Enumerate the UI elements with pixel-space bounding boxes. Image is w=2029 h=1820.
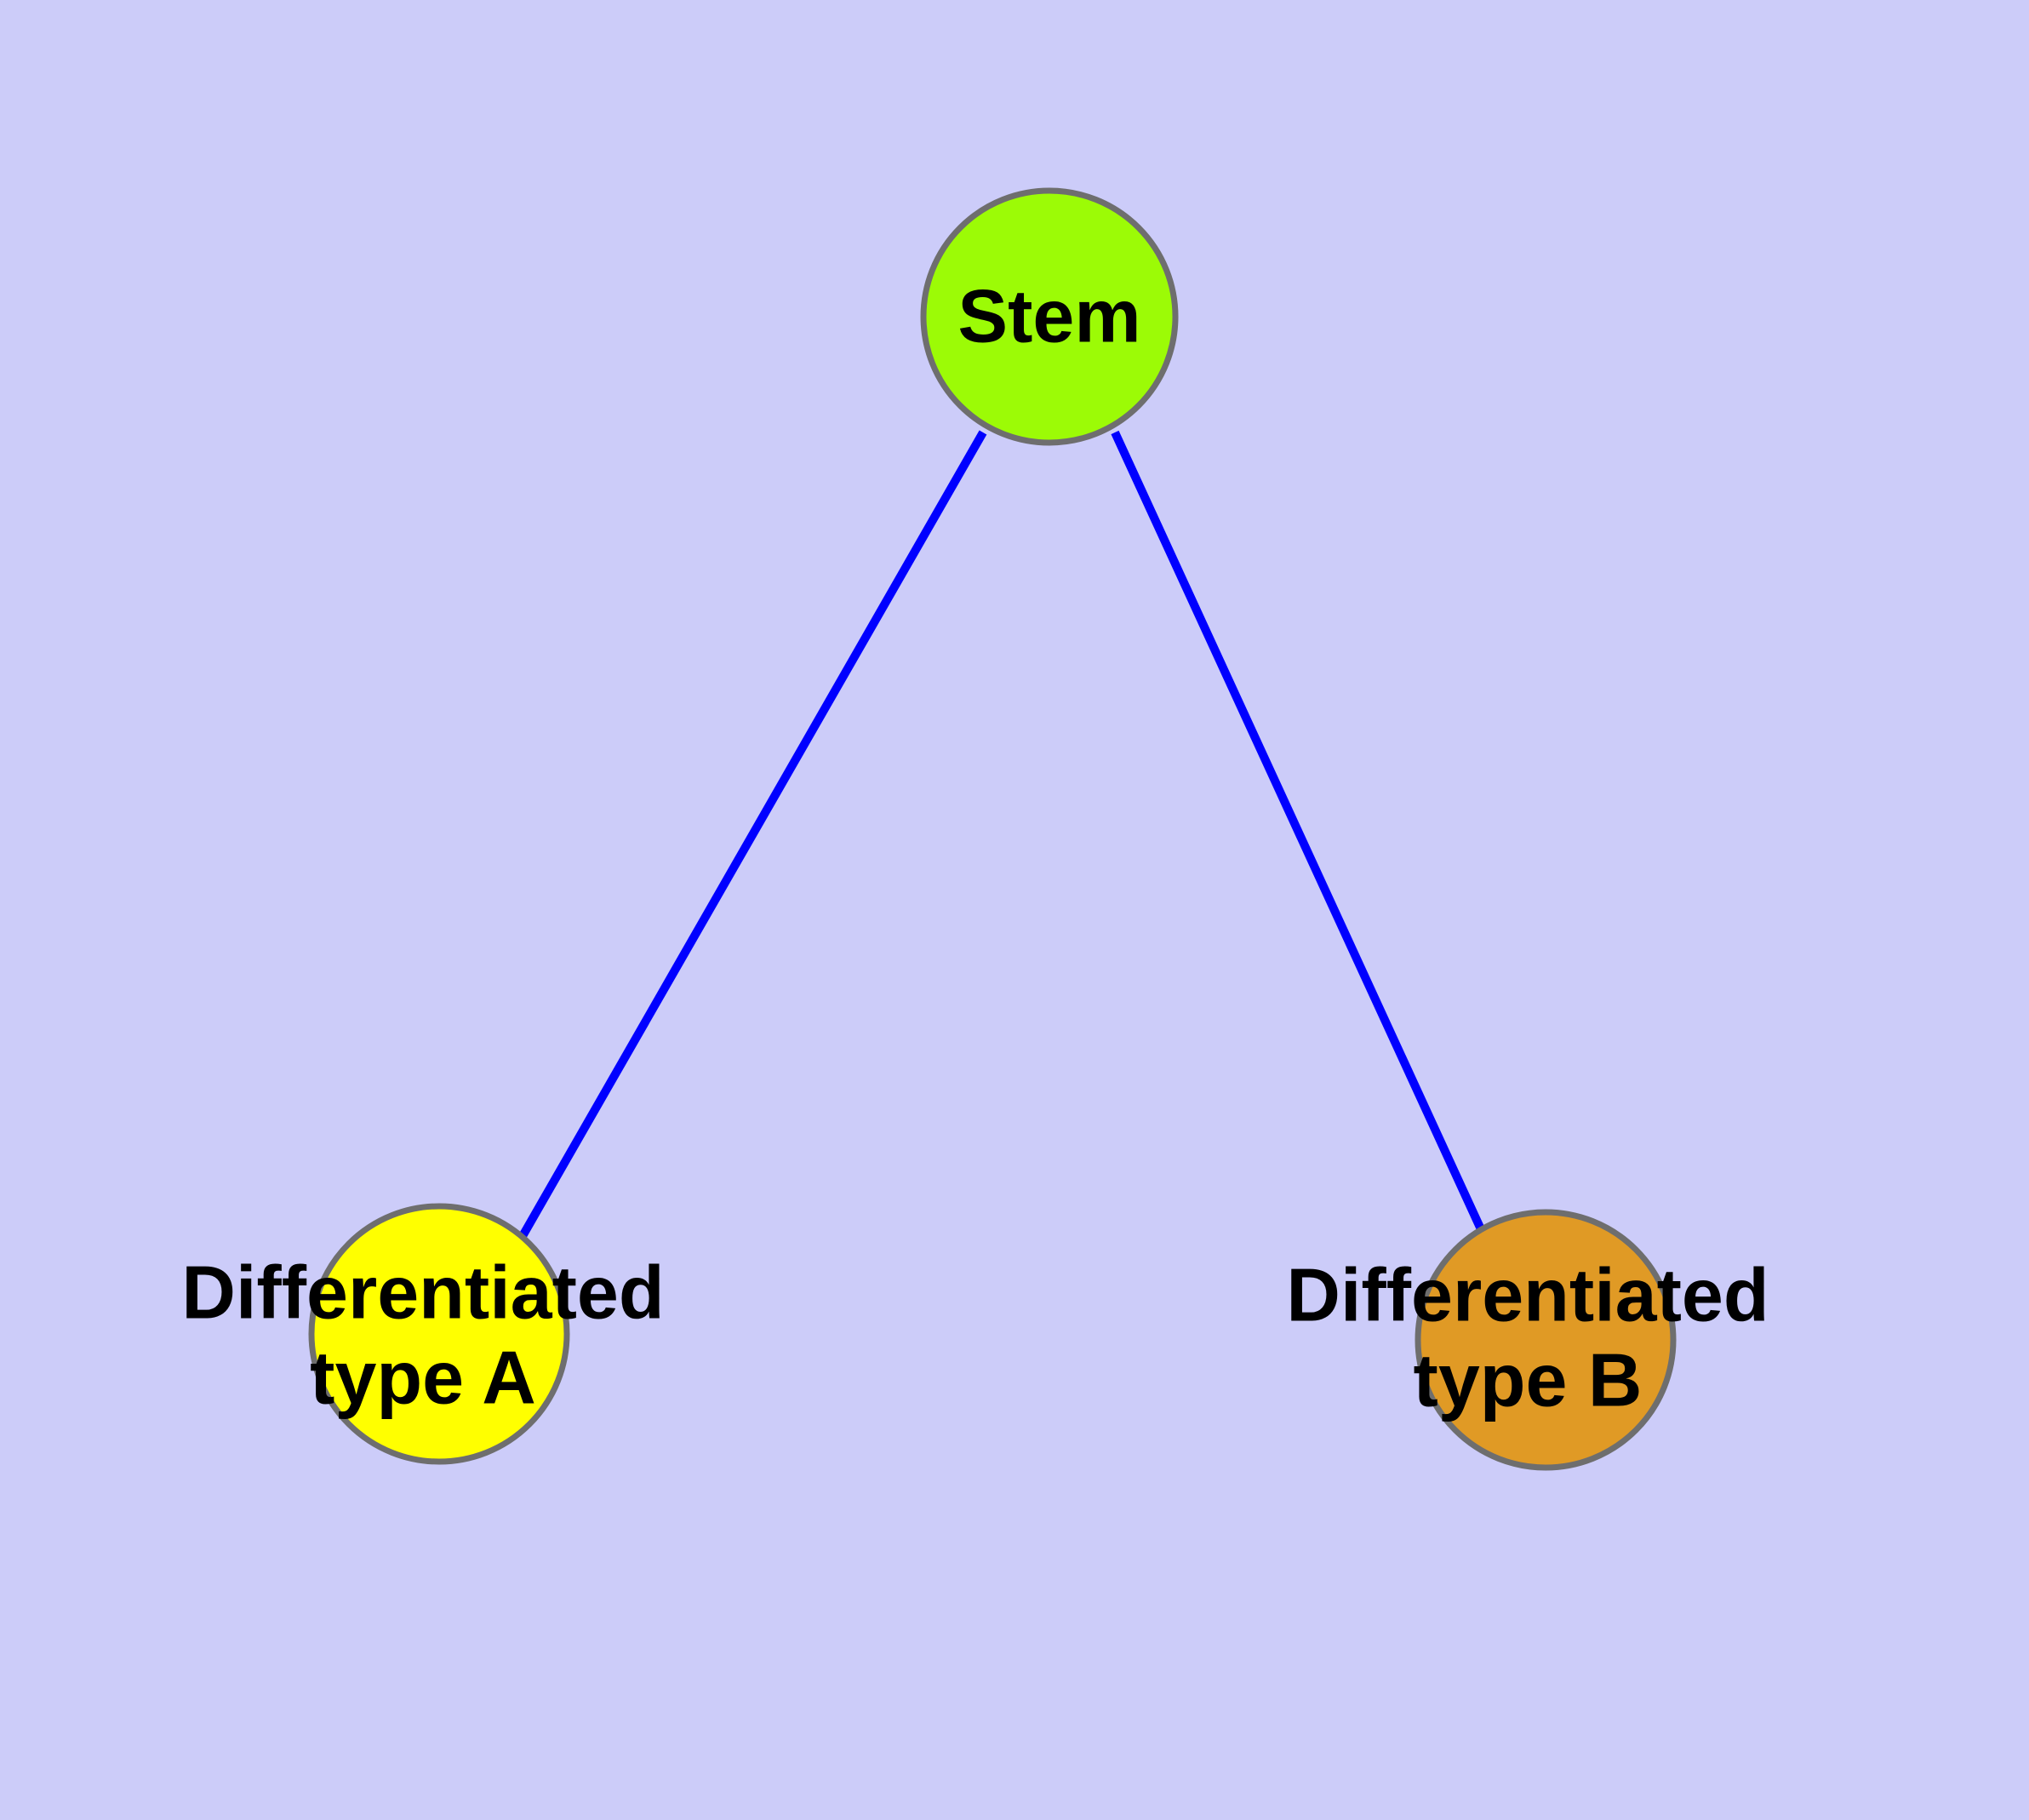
node-differentiated-type-b-label-line2: type B [1414, 1337, 1643, 1422]
edges-group [518, 430, 1485, 1239]
edge-stem-to-differentiated-b [1111, 430, 1485, 1232]
node-differentiated-type-a-circle[interactable] [308, 1203, 570, 1465]
node-differentiated-type-b-circle[interactable] [1415, 1209, 1677, 1471]
node-stem[interactable]: Stem [920, 187, 1179, 446]
edge-stem-to-differentiated-a [518, 430, 987, 1239]
node-stem-label: Stem [957, 273, 1140, 358]
nodes-group: Stem Differentiated type A Differentiate… [181, 187, 1769, 1471]
node-differentiated-type-a-label-line2: type A [310, 1335, 536, 1419]
node-stem-circle[interactable] [920, 187, 1179, 446]
node-differentiated-type-b[interactable]: Differentiated type B [1286, 1209, 1769, 1471]
node-differentiated-type-b-label-line1: Differentiated [1286, 1252, 1769, 1336]
node-differentiated-type-a-label-line1: Differentiated [181, 1250, 664, 1334]
node-differentiated-type-a[interactable]: Differentiated type A [181, 1203, 665, 1465]
